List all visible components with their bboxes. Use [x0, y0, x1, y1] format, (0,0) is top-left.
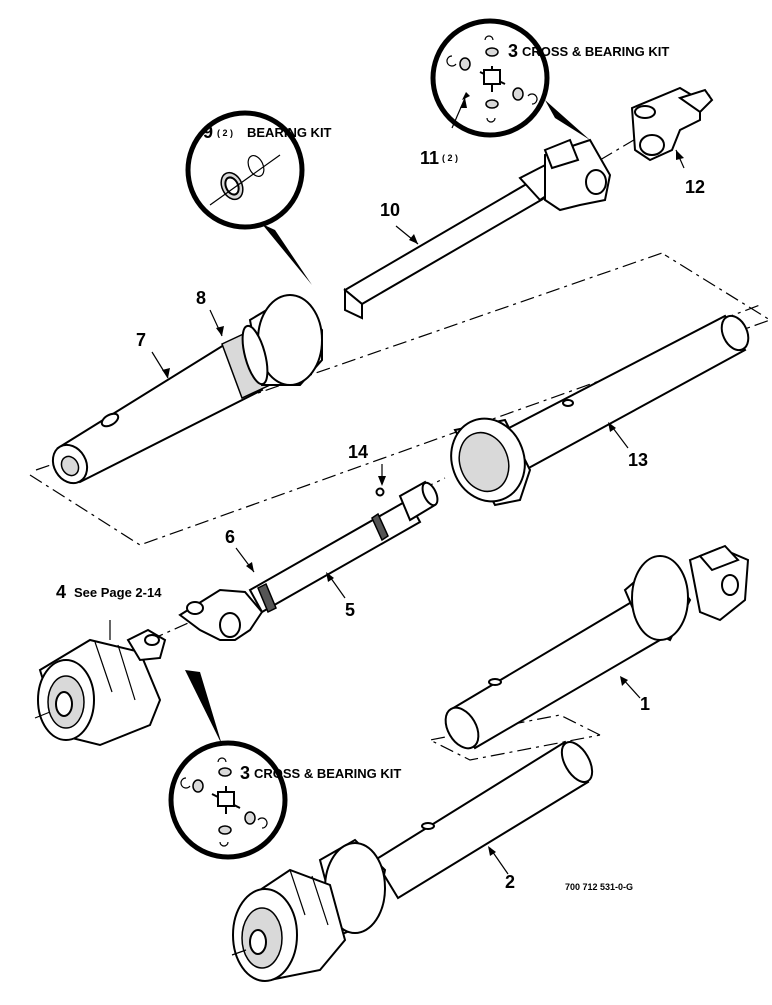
callout-4-note: See Page 2-14 [74, 585, 162, 600]
part-10-inner-shaft [343, 138, 612, 320]
callout-11: 11 [420, 148, 439, 168]
part-4-drive-end [34, 628, 167, 747]
callout-2: 2 [505, 872, 515, 892]
callout-1: 1 [640, 694, 650, 714]
drawing-code: 700 712 531-0-G [565, 882, 633, 892]
callout-4: 4 [56, 582, 66, 602]
cross-bearing-kit-top-detail [430, 18, 590, 140]
callout-11-qty: ( 2 ) [442, 153, 458, 163]
leader-lines [109, 97, 685, 875]
callout-9-qty: ( 2 ) [217, 128, 233, 138]
part-2-drive-assembly [231, 740, 594, 982]
kit-label-bottom: CROSS & BEARING KIT [254, 766, 401, 781]
callout-7: 7 [136, 330, 146, 350]
part-6-yoke [178, 588, 264, 641]
part-5-inner-tube [248, 480, 439, 614]
shield-boundary [428, 714, 601, 761]
callout-14: 14 [348, 442, 368, 462]
shield-boundary [29, 254, 772, 546]
callout-13: 13 [628, 450, 648, 470]
callout-3-bottom: 3 [240, 763, 250, 783]
callout-6: 6 [225, 527, 235, 547]
kit-label-bearing: BEARING KIT [247, 125, 332, 140]
part-12-yoke [630, 86, 714, 162]
kit-label-top: CROSS & BEARING KIT [522, 44, 669, 59]
callout-8: 8 [196, 288, 206, 308]
part-7-outer-shield [51, 294, 323, 485]
callout-3-top: 3 [508, 41, 518, 61]
part-1-shield-assembly [444, 544, 750, 750]
callout-9: 9 [203, 122, 213, 142]
callout-10: 10 [380, 200, 400, 220]
cross-bearing-kit-bottom-detail [168, 670, 288, 860]
bearing-kit-detail [185, 110, 312, 285]
callout-5: 5 [345, 600, 355, 620]
part-13-shield-tube [450, 314, 750, 507]
callout-12: 12 [685, 177, 705, 197]
